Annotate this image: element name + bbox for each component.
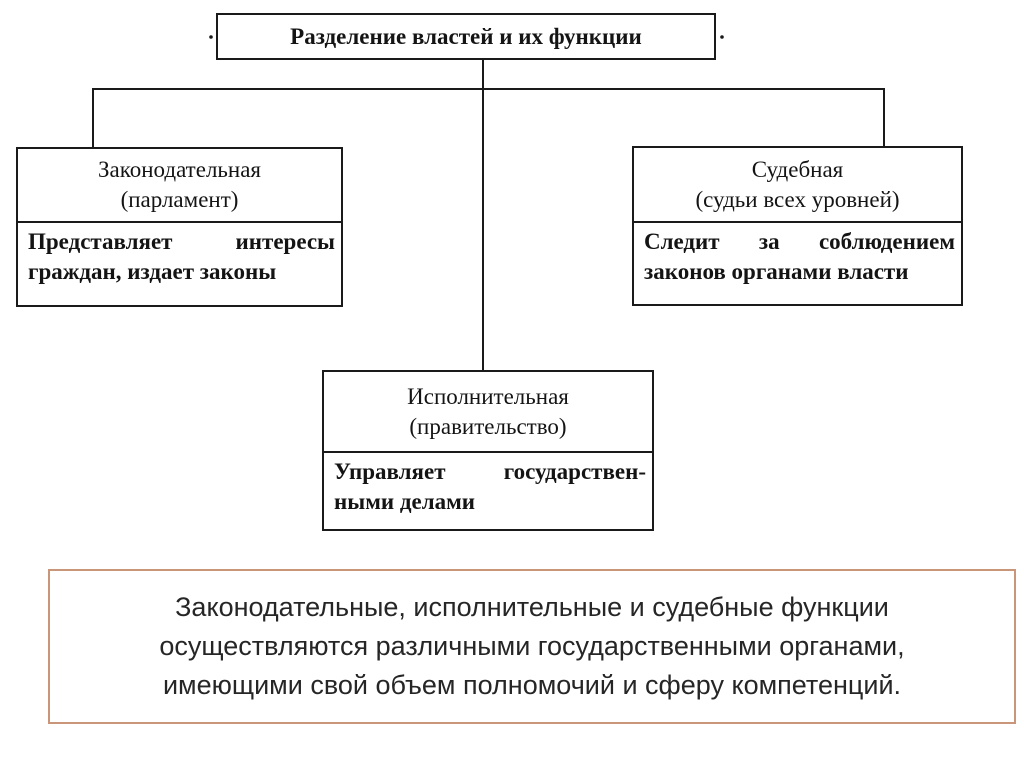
executive-description-line-1: Управляет государствен- <box>334 459 646 484</box>
executive-name: Исполнительная <box>407 383 569 409</box>
legislative-name: Законодательная <box>97 157 262 182</box>
executive-description-line-2: ными делами <box>334 489 476 514</box>
executive-branch-box: Исполнительная (правительство) Управляет… <box>322 370 654 531</box>
legislative-description-line-1: Представляет интересы <box>28 229 335 254</box>
executive-description: Управляет государствен- ными делами <box>324 453 652 517</box>
executive-heading: Исполнительная (правительство) <box>324 372 652 453</box>
right-mark <box>720 35 724 39</box>
judicial-heading: Судебная (судьи всех уровней) <box>634 148 961 223</box>
judicial-name: Судебная <box>751 156 844 182</box>
summary-line-1: Законодательные, исполнительные и судебн… <box>175 592 889 622</box>
judicial-body: (судьи всех уровней) <box>695 186 900 212</box>
summary-line-3: имеющими свой объем полномочий и сферу к… <box>162 670 902 700</box>
left-mark <box>209 35 213 39</box>
executive-body: (правительство) <box>409 413 567 439</box>
legislative-heading: Законодательная (парламент) <box>18 149 341 223</box>
diagram-title: Разделение властей и их функции <box>290 23 642 49</box>
summary-box: Законодательные, исполнительные и судебн… <box>48 569 1016 724</box>
judicial-description: Следит за соблюдением законов органами в… <box>634 223 961 287</box>
diagram-title-box: Разделение властей и их функции <box>216 13 716 60</box>
judicial-description-line-1: Следит за соблюдением <box>644 229 955 254</box>
summary-line-2: осуществляются различными государственны… <box>159 631 905 661</box>
judicial-description-line-2: законов органами власти <box>644 259 909 284</box>
legislative-branch-box: Законодательная (парламент) Представляет… <box>16 147 343 307</box>
legislative-description-line-2: граждан, издает законы <box>28 259 277 284</box>
judicial-branch-box: Судебная (судьи всех уровней) Следит за … <box>632 146 963 306</box>
legislative-description: Представляет интересы граждан, издает за… <box>18 223 341 287</box>
legislative-body: (парламент) <box>120 187 239 212</box>
